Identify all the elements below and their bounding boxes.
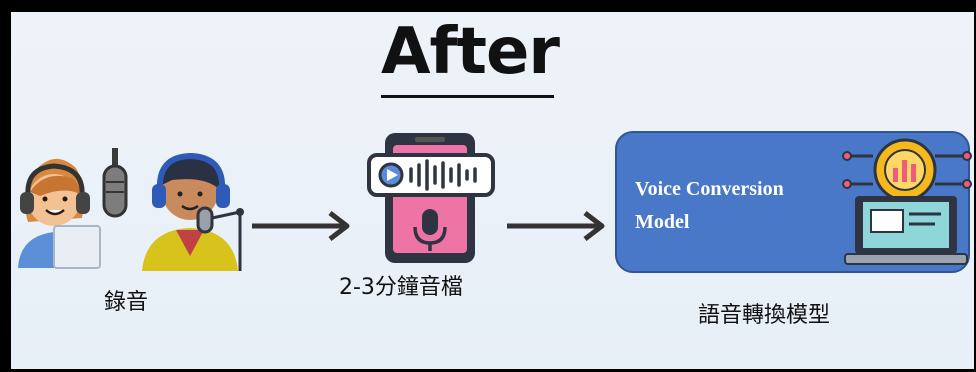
- step-label-record: 錄音: [104, 290, 149, 315]
- studio-mic-icon: [102, 148, 128, 218]
- step-label-audio-file: 2-3分鐘音檔: [339, 275, 463, 300]
- model-box-text: Voice Conversion Model: [635, 173, 845, 239]
- step-label-model: 語音轉換模型: [698, 303, 831, 328]
- arrow-right-icon: [507, 211, 605, 241]
- model-box-line2: Model: [635, 211, 690, 233]
- female-podcaster-icon: [18, 158, 101, 269]
- ai-gear-laptop-icon: [842, 138, 972, 265]
- title-underline: [381, 95, 554, 98]
- page-title: After: [381, 15, 560, 89]
- male-singer-icon: [142, 152, 244, 271]
- arrow-right-icon: [252, 211, 350, 241]
- phone-audio-icon: [367, 133, 495, 263]
- model-box-line1: Voice Conversion: [635, 178, 784, 200]
